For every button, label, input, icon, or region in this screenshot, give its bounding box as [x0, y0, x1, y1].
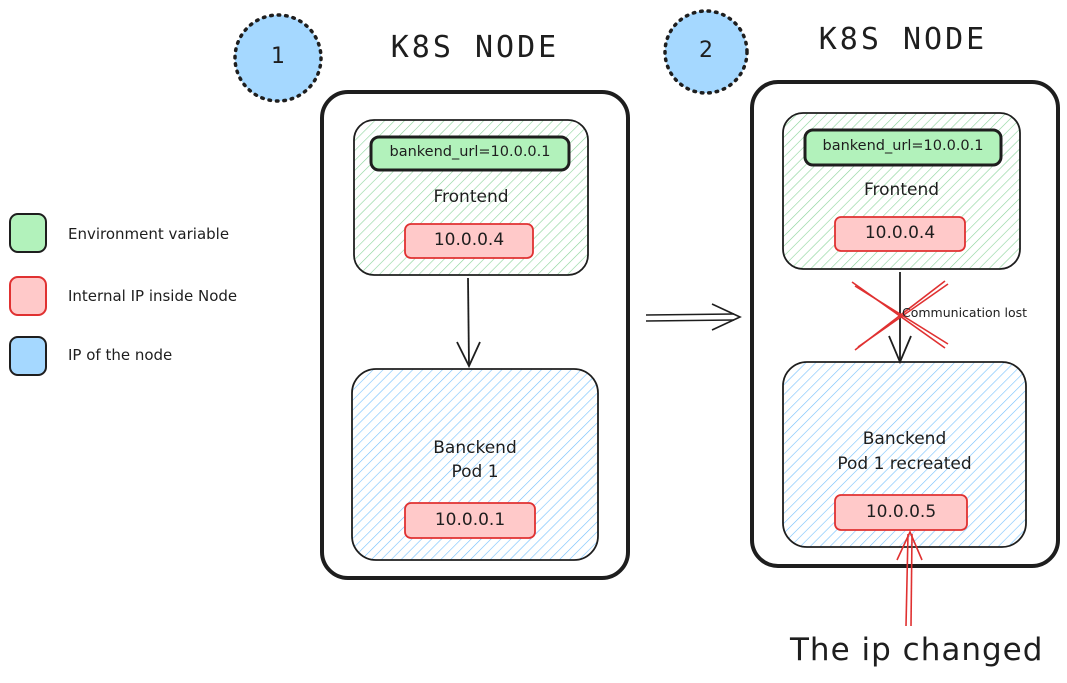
node-1-arrow-head: [456, 341, 481, 369]
node-2-env-text: bankend_url=10.0.0.1: [822, 138, 984, 154]
node-2-backend-pod-label: Pod 1 recreated: [837, 454, 972, 474]
node-1-arrow-line: [467, 277, 470, 367]
legend-label-internal-ip: Internal IP inside Node: [68, 287, 238, 305]
step-1-badge-number: 1: [271, 44, 285, 69]
node-1-backend-ip-box: [404, 502, 536, 539]
communication-lost-cross: [851, 280, 949, 351]
node-2-env-box: [803, 128, 1003, 167]
node-2-title: K8S NODE: [818, 22, 988, 57]
node-1-backend-name: Banckend: [433, 438, 517, 458]
step-2-badge-number: 2: [699, 38, 713, 63]
legend-label-node-ip: IP of the node: [68, 346, 173, 364]
ip-changed-label: The ip changed: [790, 632, 1044, 668]
node-1-title: K8S NODE: [390, 30, 560, 65]
node-1-frontend-ip-box: [404, 223, 534, 259]
node-2-backend-ip-box: [834, 494, 968, 531]
legend-label-environment-variable: Environment variable: [68, 225, 230, 243]
node-2-frontend-name: Frontend: [863, 180, 940, 200]
legend-swatch-green: [9, 213, 47, 253]
communication-lost-label: Communication lost: [902, 305, 1028, 320]
node-2-box: [750, 80, 1060, 568]
double-arrow-right: [645, 303, 742, 331]
step-1-badge-circle: [233, 13, 323, 103]
node-2-frontend-ip-box: [834, 216, 966, 252]
node-2-backend-name: Banckend: [862, 429, 947, 449]
node-2-backend-ip: 10.0.0.5: [865, 502, 937, 522]
node-1-box: [320, 90, 630, 580]
step-2-badge-circle: [663, 9, 749, 95]
node-1-env-box: [369, 135, 571, 172]
legend-swatch-blue: [9, 336, 47, 376]
node-1-frontend-name: Frontend: [433, 187, 509, 207]
node-2-frontend-ip: 10.0.0.4: [864, 223, 936, 243]
legend-swatch-red: [9, 276, 47, 316]
node-1-frontend-ip: 10.0.0.4: [433, 230, 505, 250]
ip-changed-arrow: [896, 530, 923, 627]
node-1-backend-ip: 10.0.0.1: [434, 510, 506, 530]
node-1-env-text: bankend_url=10.0.0.1: [389, 144, 551, 160]
node-1-backend-pod-label: Pod 1: [451, 462, 499, 482]
